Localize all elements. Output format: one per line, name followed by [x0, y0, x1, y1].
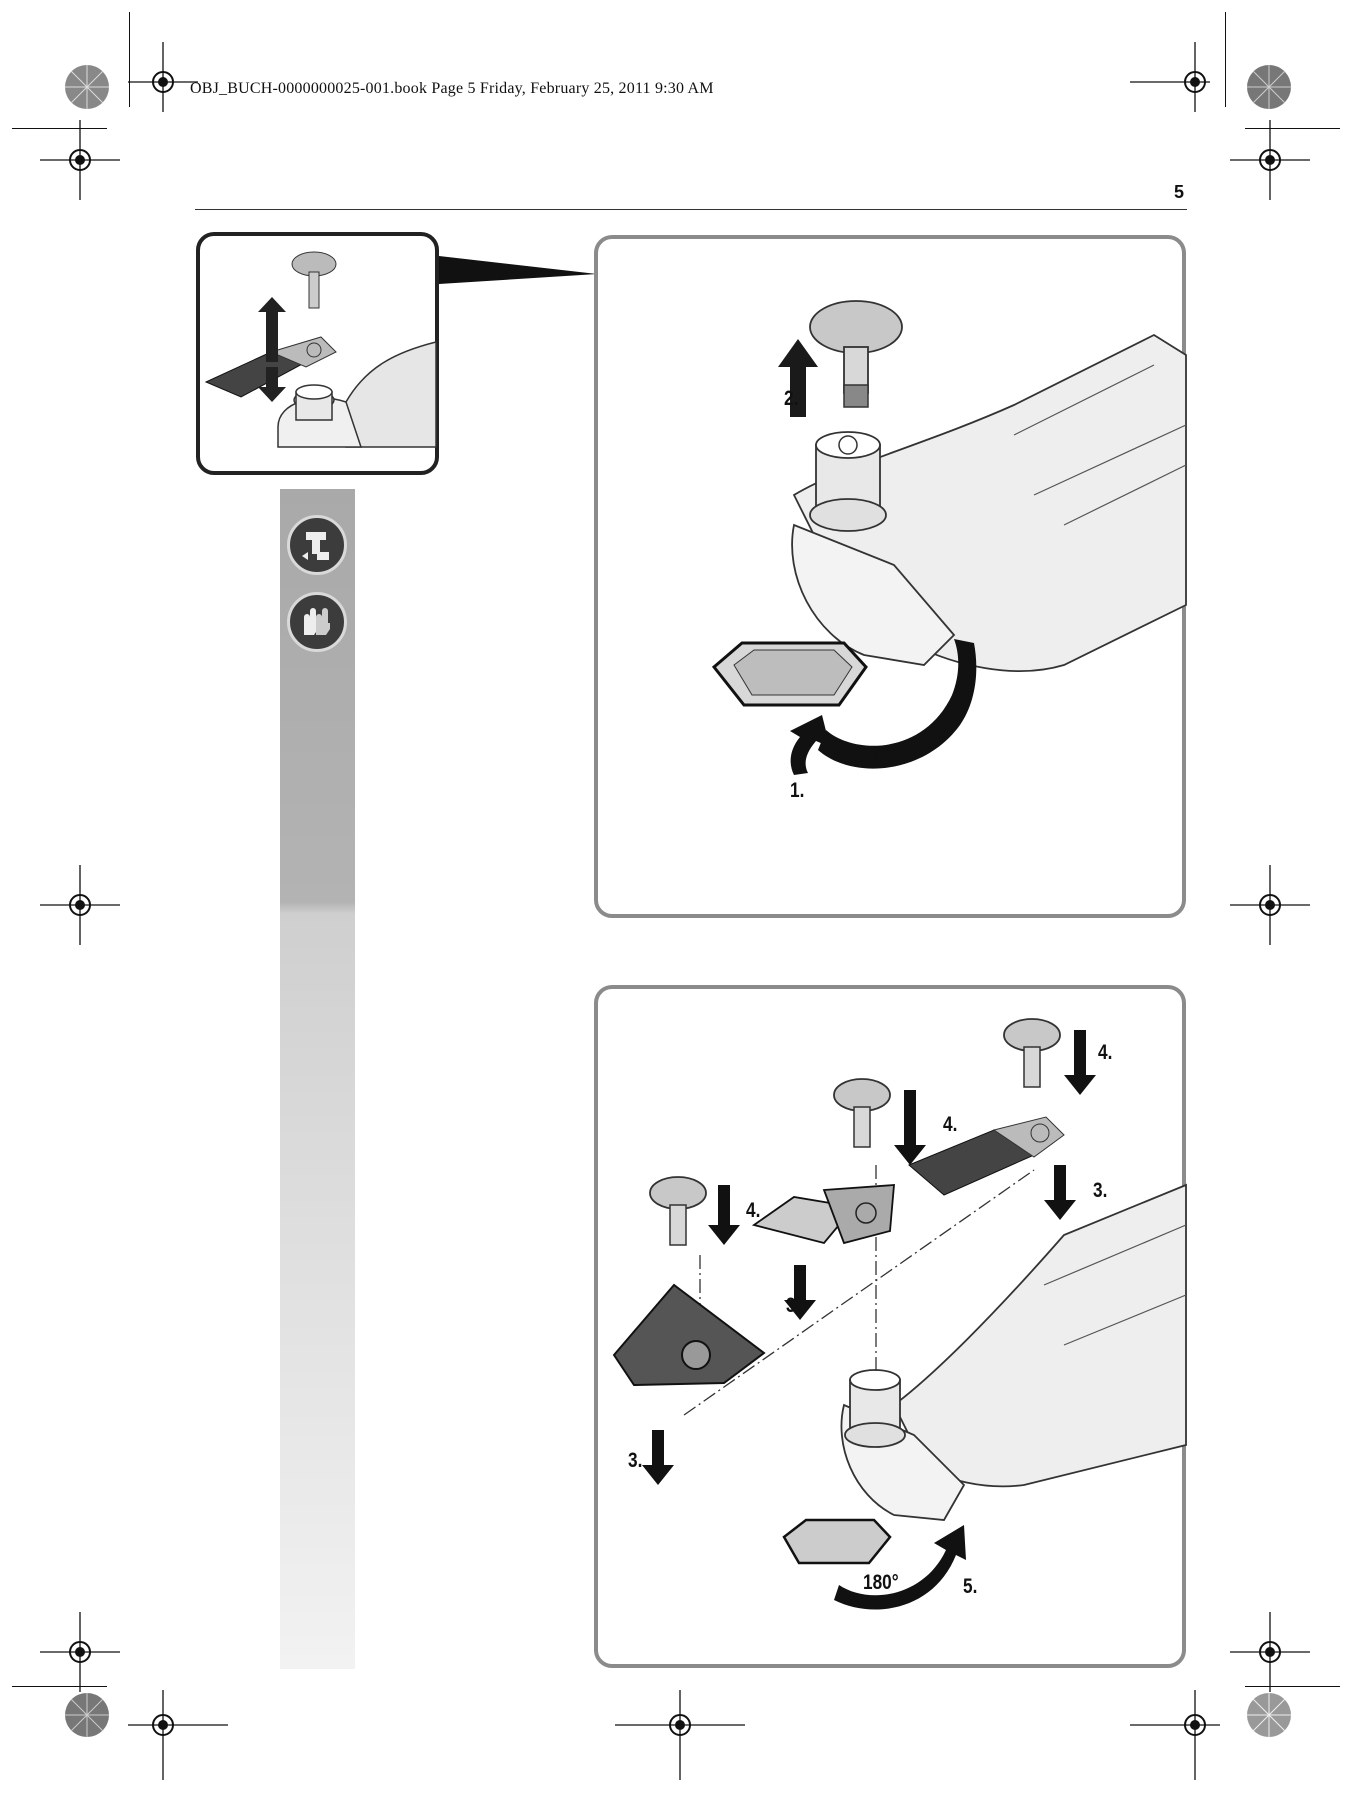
step-4-label-left: 4. [746, 1199, 761, 1222]
step-4-label-middle: 4. [943, 1113, 958, 1136]
rotate-arrow-icon [834, 1525, 966, 1610]
crosshair-mark-mid-left [40, 865, 120, 945]
angle-label: 180° [863, 1571, 899, 1594]
crosshair-mark-mid-right [1230, 865, 1310, 945]
crop-line-top-right-h [1245, 128, 1340, 129]
step-5-label: 5. [963, 1575, 978, 1598]
crosshair-mark-bottom-right [1230, 1612, 1310, 1692]
crop-line-top-left-v [129, 12, 130, 107]
registration-mark-bottom-right-rosette [1247, 1693, 1291, 1737]
step-3-label-right: 3. [1093, 1179, 1108, 1202]
crosshair-mark-top-right-2 [1230, 120, 1310, 200]
section-strip [280, 489, 355, 1669]
down-arrow-icon [642, 1430, 674, 1485]
file-info-line: OBJ_BUCH-0000000025-001.book Page 5 Frid… [190, 80, 714, 97]
crosshair-mark-bottom-right-2 [1130, 1690, 1220, 1780]
crop-line-top-right-v [1225, 12, 1226, 107]
down-arrow-icon [1064, 1030, 1096, 1095]
step-2-label: 2. [784, 387, 799, 410]
figure-2-panel: 4. 4. 4. 3. 3. 3. 180° 5. [594, 985, 1187, 1668]
page-number: 5 [1174, 182, 1185, 202]
header-rule [195, 209, 1187, 210]
figure-1-illustration [711, 300, 1187, 775]
crosshair-mark-top-left-2 [128, 42, 198, 112]
step-4-label-right: 4. [1098, 1041, 1113, 1064]
battery-remove-icon [287, 515, 347, 575]
crosshair-mark-bottom-left [40, 1612, 120, 1692]
gloves-icon [287, 592, 347, 652]
crop-line-bottom-left-h [12, 1686, 107, 1687]
crosshair-mark-bottom-center [615, 1690, 745, 1780]
lift-arrow-icon [778, 339, 818, 417]
detail-thumbnail-panel [196, 232, 439, 475]
step-3-label-middle: 3. [786, 1294, 801, 1317]
registration-mark-top-right-rosette [1247, 65, 1291, 109]
down-arrow-icon [784, 1265, 816, 1320]
crop-line-top-left-h [12, 128, 107, 129]
angle-label: 180° [870, 747, 906, 770]
figure-1-panel: 2. 180° 1. [594, 235, 1187, 918]
zoom-connector [439, 256, 597, 284]
down-arrow-icon [1044, 1165, 1076, 1220]
down-arrow-icon [708, 1185, 740, 1245]
crop-line-bottom-right-h [1245, 1686, 1340, 1687]
registration-mark-bottom-left-rosette [65, 1693, 109, 1737]
crosshair-mark-bottom-left-2 [128, 1690, 228, 1780]
step-1-label: 1. [790, 779, 805, 802]
registration-mark-top-left-rosette [65, 65, 109, 109]
figure-2-illustration [612, 1018, 1187, 1610]
down-arrow-icon [894, 1090, 926, 1165]
rotate-arrow-icon [818, 639, 977, 769]
crosshair-mark-top-left [40, 120, 120, 200]
crosshair-mark-top-right [1130, 42, 1210, 112]
step-3-label-left: 3. [628, 1449, 643, 1472]
